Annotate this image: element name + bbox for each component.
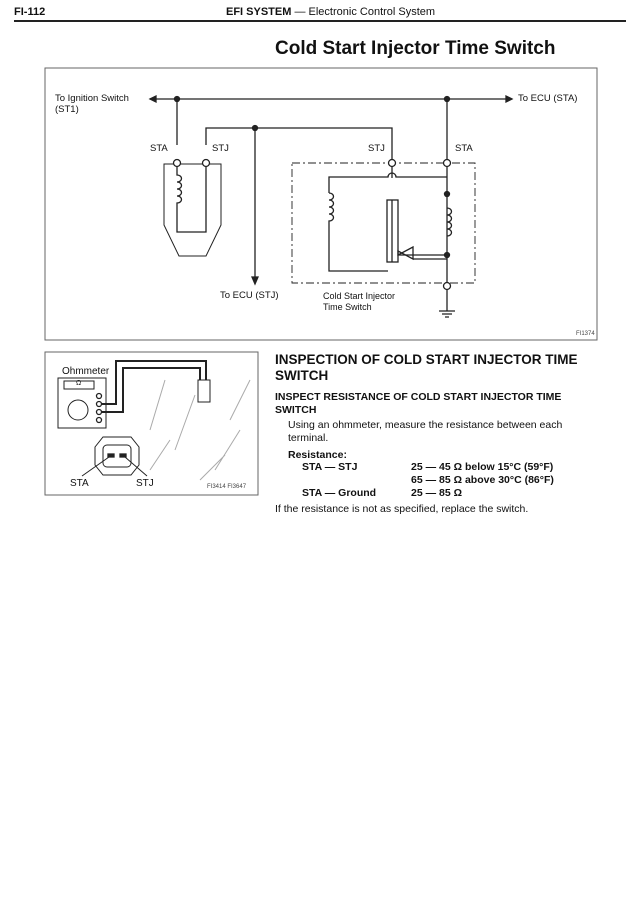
label-sta-switch: STA: [455, 143, 473, 154]
label-stj-injector: STJ: [212, 143, 229, 154]
spec-value: 65 — 85 Ω above 30°C (86°F): [411, 474, 554, 486]
label-switch-1: Cold Start Injector: [323, 291, 396, 301]
header-separator: —: [291, 6, 309, 18]
spec-value: 25 — 45 Ω below 15°C (59°F): [411, 461, 554, 473]
label-sta-photo: STA: [70, 478, 89, 489]
label-switch-2: Time Switch: [323, 302, 372, 312]
label-stj-photo: STJ: [136, 478, 154, 489]
page-number: FI-112: [14, 6, 46, 18]
label-to-ecu-stj: To ECU (STJ): [220, 290, 279, 301]
subsection-name: Electronic Control System: [308, 6, 436, 18]
figure-id: FI1374: [576, 331, 595, 337]
header-rule: [14, 20, 626, 22]
ohm-symbol: Ω: [76, 380, 82, 387]
label-ohmmeter: Ohmmeter: [62, 366, 110, 377]
label-st1: (ST1): [55, 104, 79, 115]
spec-pair: STA — Ground: [302, 487, 377, 499]
label-to-ecu-sta: To ECU (STA): [518, 93, 578, 104]
label-to-ignition: To Ignition Switch: [55, 93, 129, 104]
label-sta-injector: STA: [150, 143, 168, 154]
spec-value: 25 — 85 Ω: [411, 487, 463, 499]
resistance-label: Resistance:: [288, 449, 347, 461]
section-heading: INSPECTION OF COLD START INJECTOR TIME S…: [275, 352, 578, 383]
photo-figure-id: FI3414 FI3647: [207, 484, 247, 490]
label-stj-switch: STJ: [368, 143, 385, 154]
subsection-heading: INSPECT RESISTANCE OF COLD START INJECTO…: [275, 391, 562, 416]
intro-text: Using an ohmmeter, measure the resistanc…: [288, 419, 563, 444]
section-name: EFI SYSTEM: [226, 6, 292, 18]
note-text: If the resistance is not as specified, r…: [275, 503, 529, 515]
spec-pair: STA — STJ: [302, 461, 358, 473]
running-header: EFI SYSTEM — Electronic Control System: [226, 6, 435, 18]
page-title: Cold Start Injector Time Switch: [275, 38, 556, 59]
